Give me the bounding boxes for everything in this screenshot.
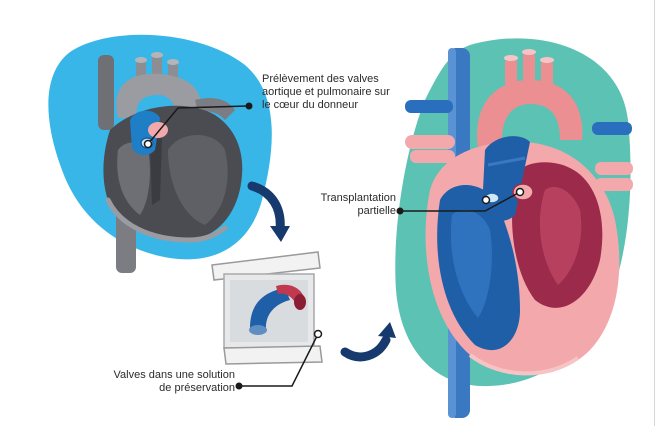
recipient-heart-figure: [395, 38, 633, 418]
label-transplant-line-1: Transplantation: [320, 192, 396, 204]
label-preservation: Valves dans une solution de préservation: [100, 369, 236, 395]
donor-heart-figure: [48, 34, 272, 273]
leader-transplant: [400, 191, 521, 212]
preservation-jar: [211, 251, 323, 365]
label-harvest-line-2: aortique et pulmonaire sur: [262, 86, 390, 98]
label-transplant-line-2: partielle: [357, 205, 396, 217]
leader-harvest: [147, 105, 249, 145]
leader-preservation: [239, 333, 319, 387]
leader-lines: [143, 102, 525, 390]
label-harvest-line-1: Prélèvement des valves: [262, 73, 379, 85]
label-harvest: Prélèvement des valves aortique et pulmo…: [262, 73, 412, 112]
label-transplant: Transplantation partielle: [300, 192, 396, 218]
label-preservation-line-2: de préservation: [159, 382, 235, 394]
arrow-to-preservation: [247, 181, 285, 235]
label-preservation-line-1: Valves dans une solution: [113, 369, 236, 381]
label-harvest-line-3: le cœur du donneur: [262, 99, 358, 111]
arrow-to-recipient: [340, 335, 391, 362]
